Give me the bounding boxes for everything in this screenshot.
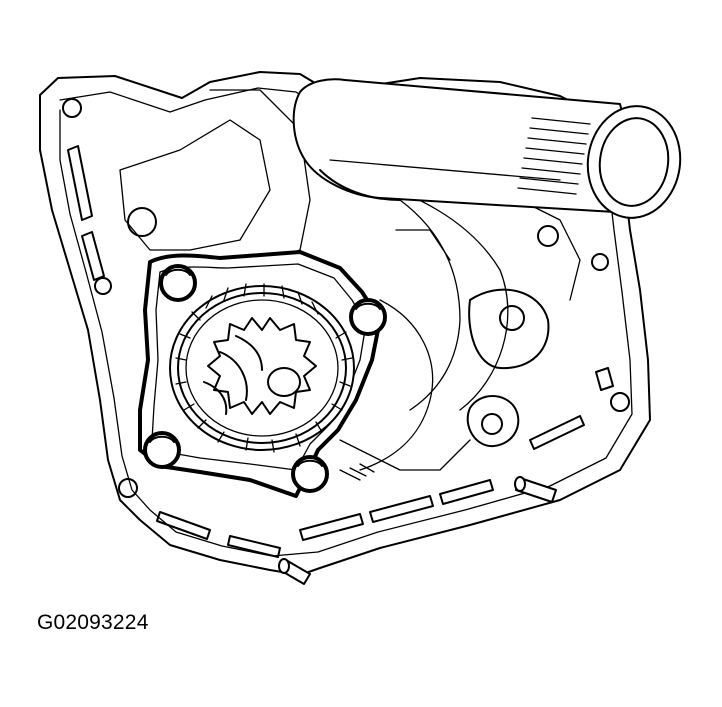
dowel-pins bbox=[278, 476, 557, 585]
pump-bolts bbox=[143, 264, 387, 493]
bolt-bottom-left bbox=[143, 431, 181, 469]
inner-gear bbox=[203, 317, 317, 415]
pump-gear-assembly bbox=[169, 283, 355, 453]
bolt-bottom-right bbox=[291, 455, 329, 493]
shaft-splines bbox=[517, 117, 591, 195]
bolt-top-right bbox=[349, 298, 387, 336]
bolt-top-left bbox=[159, 264, 197, 302]
figure-code: G02093224 bbox=[37, 611, 149, 634]
input-shaft bbox=[292, 78, 682, 219]
outer-gear-teeth bbox=[175, 283, 353, 453]
gasket-slots bbox=[62, 98, 630, 558]
